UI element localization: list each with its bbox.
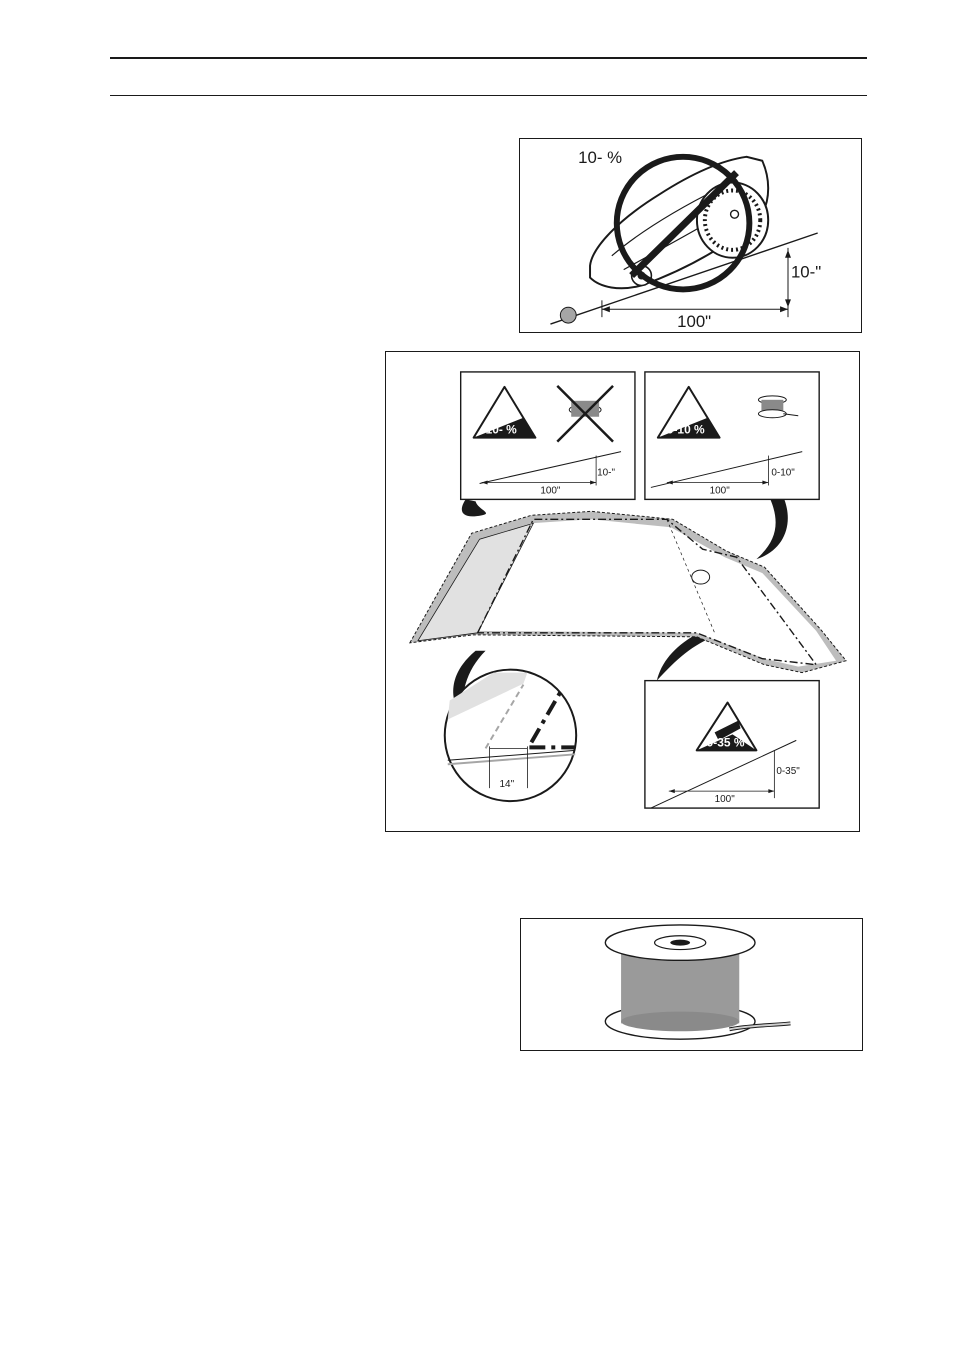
panel-steep-run: 100" — [540, 485, 561, 496]
garden-slope-illustration: 10- % 10-" 100" 0-10 % — [386, 352, 859, 831]
slope-warning-illustration: 10- % 100" 10-" — [520, 139, 861, 332]
badge-steep-text: 10- % — [486, 423, 518, 437]
wire-distance-detail: 14" — [445, 670, 576, 801]
panel-max-run: 100" — [715, 794, 736, 805]
slope-warning-figure: 10- % 100" 10-" — [519, 138, 862, 333]
slope-percent-label: 10- % — [578, 148, 622, 167]
panel-steep-rise: 10-" — [597, 467, 615, 478]
header-rule-bottom — [110, 95, 867, 96]
run-label: 100" — [677, 312, 711, 331]
detail-distance-label: 14" — [500, 779, 515, 790]
boundary-wire-spool-illustration — [521, 919, 862, 1050]
boundary-wire-spool-figure — [520, 918, 863, 1051]
ground-marker — [560, 307, 576, 323]
garden-slope-overview-figure: 10- % 10-" 100" 0-10 % — [385, 351, 860, 832]
panel-moderate-rise: 0-10" — [771, 467, 795, 478]
header-rule-top — [110, 57, 867, 59]
badge-moderate-text: 0-10 % — [667, 423, 705, 437]
panel-moderate-run: 100" — [710, 485, 731, 496]
boundary-wire-spool-icon — [605, 925, 790, 1039]
rise-label: 10-" — [791, 263, 821, 282]
callout-pointer-moderate — [756, 499, 787, 559]
mower-in-garden-icon — [692, 570, 710, 584]
badge-max-text: 0-35 % — [707, 735, 745, 749]
panel-max-rise: 0-35" — [776, 766, 800, 777]
callout-pointer-steep — [462, 499, 486, 516]
